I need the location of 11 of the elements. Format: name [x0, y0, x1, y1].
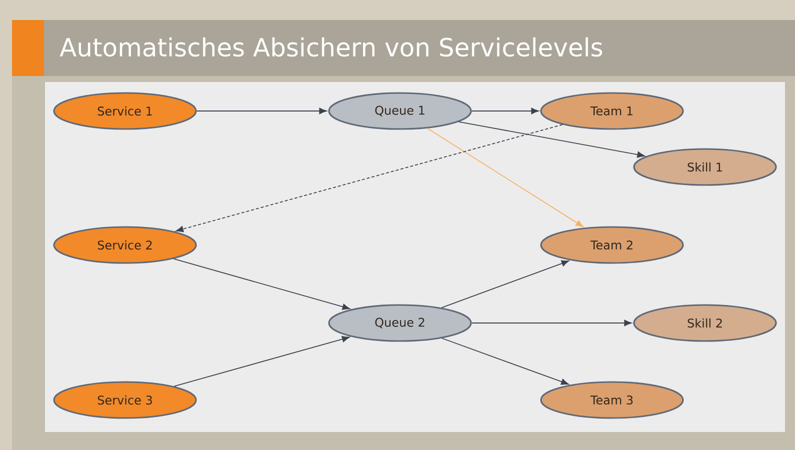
title: Automatisches Absichern von Servicelevels	[60, 37, 602, 57]
arrow	[174, 336, 350, 387]
arrow	[196, 108, 327, 114]
arrow	[442, 338, 569, 385]
arrow	[173, 258, 350, 310]
arrow	[471, 108, 539, 114]
arrow	[176, 124, 563, 232]
arrow	[471, 320, 632, 326]
arrow	[441, 260, 570, 308]
arrow	[458, 121, 645, 158]
arrow	[427, 128, 584, 228]
